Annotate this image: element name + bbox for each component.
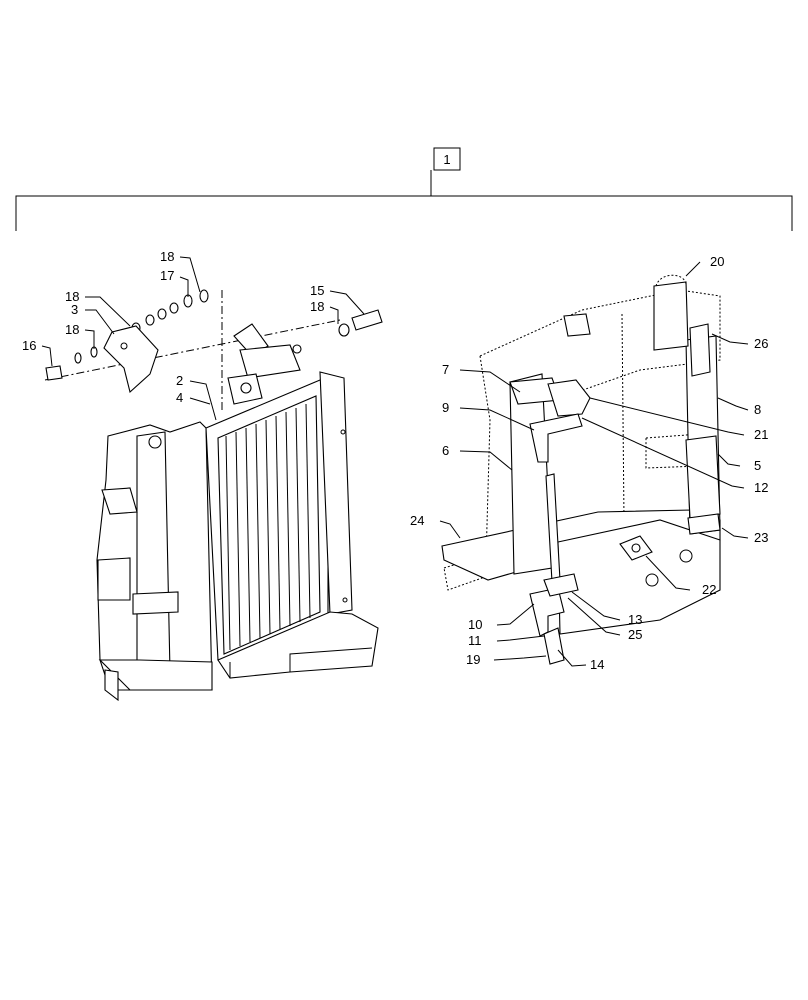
callout-20: 20: [710, 254, 724, 269]
callout-15: 15: [310, 283, 324, 298]
callout-18: 18: [65, 289, 79, 304]
callout-16: 16: [22, 338, 36, 353]
support-frame-assembly: [441, 274, 721, 665]
callout-18: 18: [160, 249, 174, 264]
hex-bolt: [338, 309, 383, 337]
callout-14: 14: [590, 657, 604, 672]
callout-3: 3: [71, 302, 78, 317]
nut: [45, 365, 63, 381]
callout-18: 18: [310, 299, 324, 314]
callout-22: 22: [702, 582, 716, 597]
callout-4: 4: [176, 390, 183, 405]
leader-lines: [41, 256, 749, 667]
assembly-bracket: [15, 147, 793, 231]
callout-10: 10: [468, 617, 482, 632]
callout-21: 21: [754, 427, 768, 442]
callout-6: 6: [442, 443, 449, 458]
callout-9: 9: [442, 400, 449, 415]
callout-18: 18: [65, 322, 79, 337]
callout-11: 11: [468, 633, 482, 648]
callout-24: 24: [410, 513, 424, 528]
callout-13: 13: [628, 612, 642, 627]
callout-26: 26: [754, 336, 768, 351]
clip-bracket: [103, 325, 159, 394]
callout-19: 19: [466, 652, 480, 667]
radiator-assembly: [44, 290, 379, 702]
callout-5: 5: [754, 458, 761, 473]
assembly-number: 1: [443, 152, 450, 167]
callout-8: 8: [754, 402, 761, 417]
callout-17: 17: [160, 268, 174, 283]
callout-2: 2: [176, 373, 183, 388]
callout-7: 7: [442, 362, 449, 377]
callouts: 18 17 18 3 18 16 2 4 15 18 7 9 6 24 10 1…: [22, 249, 768, 672]
callout-23: 23: [754, 530, 768, 545]
callout-25: 25: [628, 627, 642, 642]
callout-12: 12: [754, 480, 768, 495]
